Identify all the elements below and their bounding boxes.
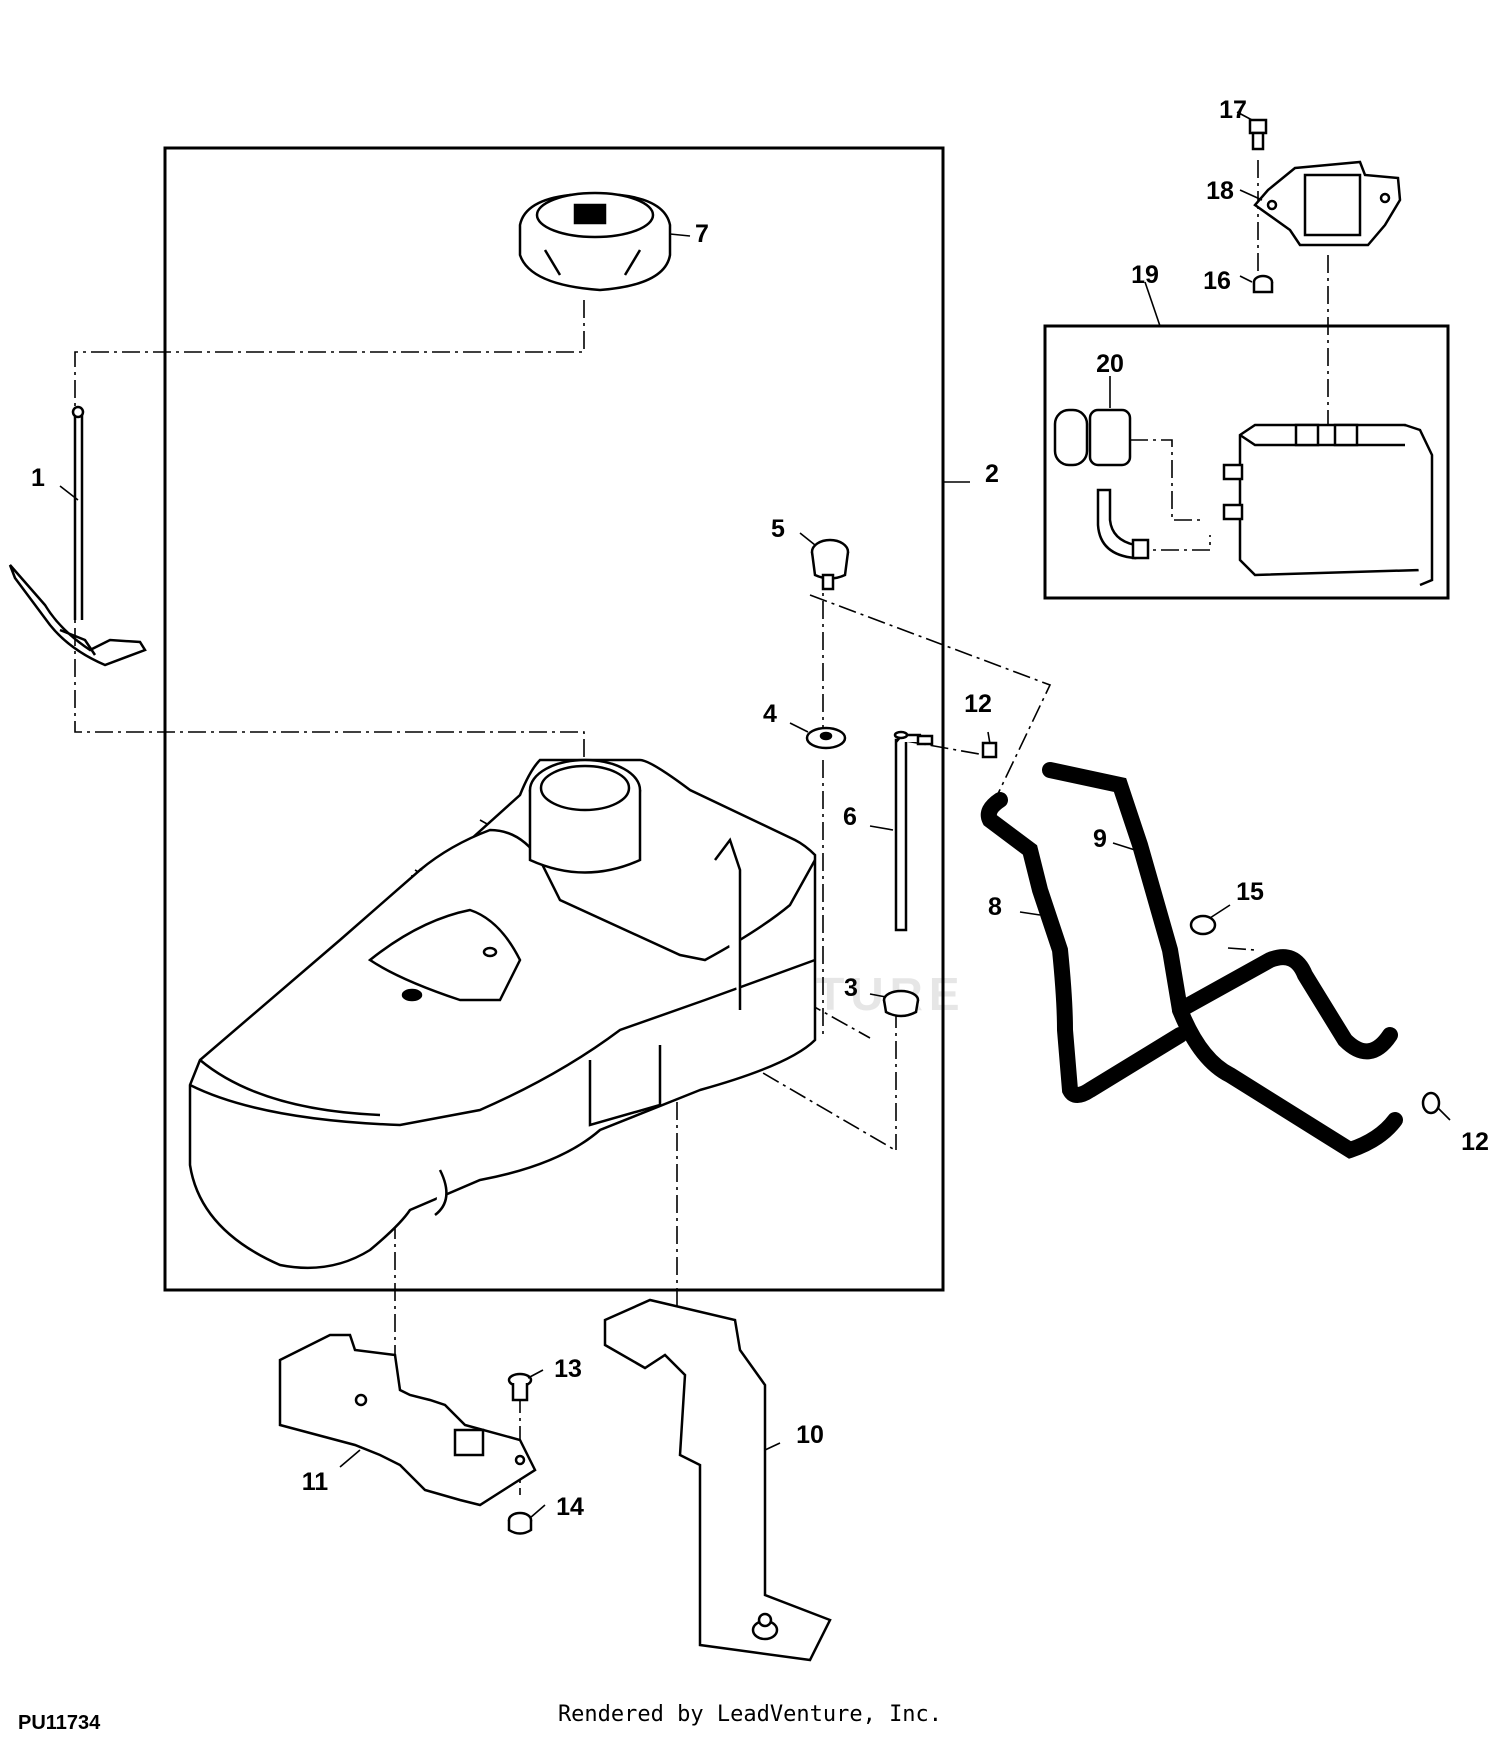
pickup-tube-part	[893, 730, 934, 932]
hose-8-part	[980, 792, 1188, 1103]
render-credit: Rendered by LeadVenture, Inc.	[557, 1702, 943, 1727]
callout-11: 11	[302, 1468, 329, 1496]
vent-valve-part	[810, 538, 850, 591]
callout-3: 3	[844, 974, 858, 1002]
clamp-12a-part	[981, 741, 998, 759]
bracket-18-part	[1253, 160, 1402, 247]
cap-20-part	[1053, 408, 1132, 467]
clamp-12b-part	[1421, 1091, 1441, 1115]
callouts: 1 2 3 4 5 6 7 8 9 10 11 12 12 13 14 15 1…	[31, 96, 1489, 1521]
elbow-fitting-part	[1096, 488, 1150, 560]
bolt-13-part	[507, 1372, 533, 1402]
callout-13: 13	[554, 1355, 582, 1383]
callout-1: 1	[31, 464, 45, 492]
grommet-3-part	[882, 989, 920, 1018]
figure-id: PU11734	[18, 1712, 101, 1734]
callout-6: 6	[843, 803, 857, 831]
canister-group-box	[1043, 324, 1450, 600]
callout-14: 14	[556, 1493, 584, 1521]
callout-4: 4	[763, 700, 777, 728]
callout-8: 8	[988, 893, 1002, 921]
callout-5: 5	[771, 515, 785, 543]
callout-15: 15	[1236, 878, 1264, 906]
callout-12a: 12	[964, 690, 992, 718]
callout-9: 9	[1093, 825, 1107, 853]
clamp-15-part	[1189, 914, 1217, 936]
bracket-10-part	[603, 1298, 832, 1662]
callout-2: 2	[985, 460, 999, 488]
bolt-17-part	[1248, 118, 1268, 151]
fuel-tank-part	[188, 758, 817, 1270]
callout-18: 18	[1206, 177, 1234, 205]
callout-20: 20	[1096, 350, 1124, 378]
callout-10: 10	[796, 1421, 824, 1449]
callout-12b: 12	[1461, 1128, 1489, 1156]
callout-7: 7	[695, 220, 709, 248]
bracket-11-part	[278, 1333, 537, 1507]
nut-16-part	[1252, 274, 1274, 294]
grommet-4-part	[805, 726, 847, 750]
callout-16: 16	[1203, 267, 1231, 295]
fuel-tank-group-box	[163, 146, 945, 1292]
callout-19: 19	[1131, 261, 1159, 289]
fuel-cap-part	[518, 191, 672, 292]
leader-lines	[59, 111, 1451, 1519]
callout-17: 17	[1219, 96, 1247, 124]
fuel-gauge-rod-part	[8, 405, 147, 667]
nut-14-part	[507, 1511, 533, 1535]
canister-19-part	[1222, 423, 1434, 587]
hose-15-part	[1172, 949, 1398, 1060]
